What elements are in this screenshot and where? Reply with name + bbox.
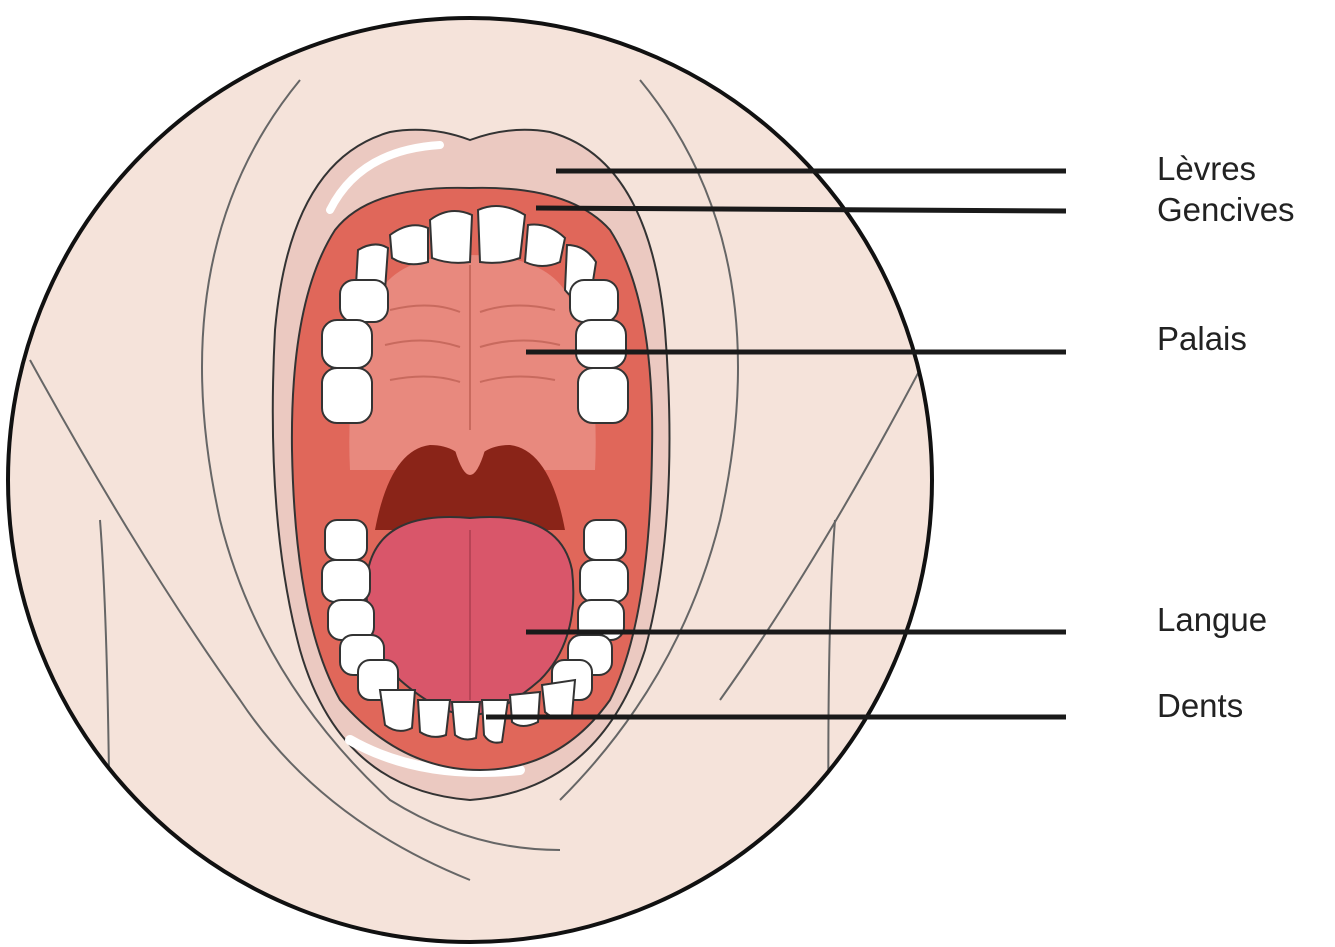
label-langue: Langue	[1157, 603, 1267, 636]
label-dents: Dents	[1157, 689, 1243, 722]
label-levres: Lèvres	[1157, 152, 1256, 185]
leader-line-gencives	[536, 208, 1066, 211]
label-gencives: Gencives	[1157, 193, 1295, 226]
label-palais: Palais	[1157, 322, 1247, 355]
